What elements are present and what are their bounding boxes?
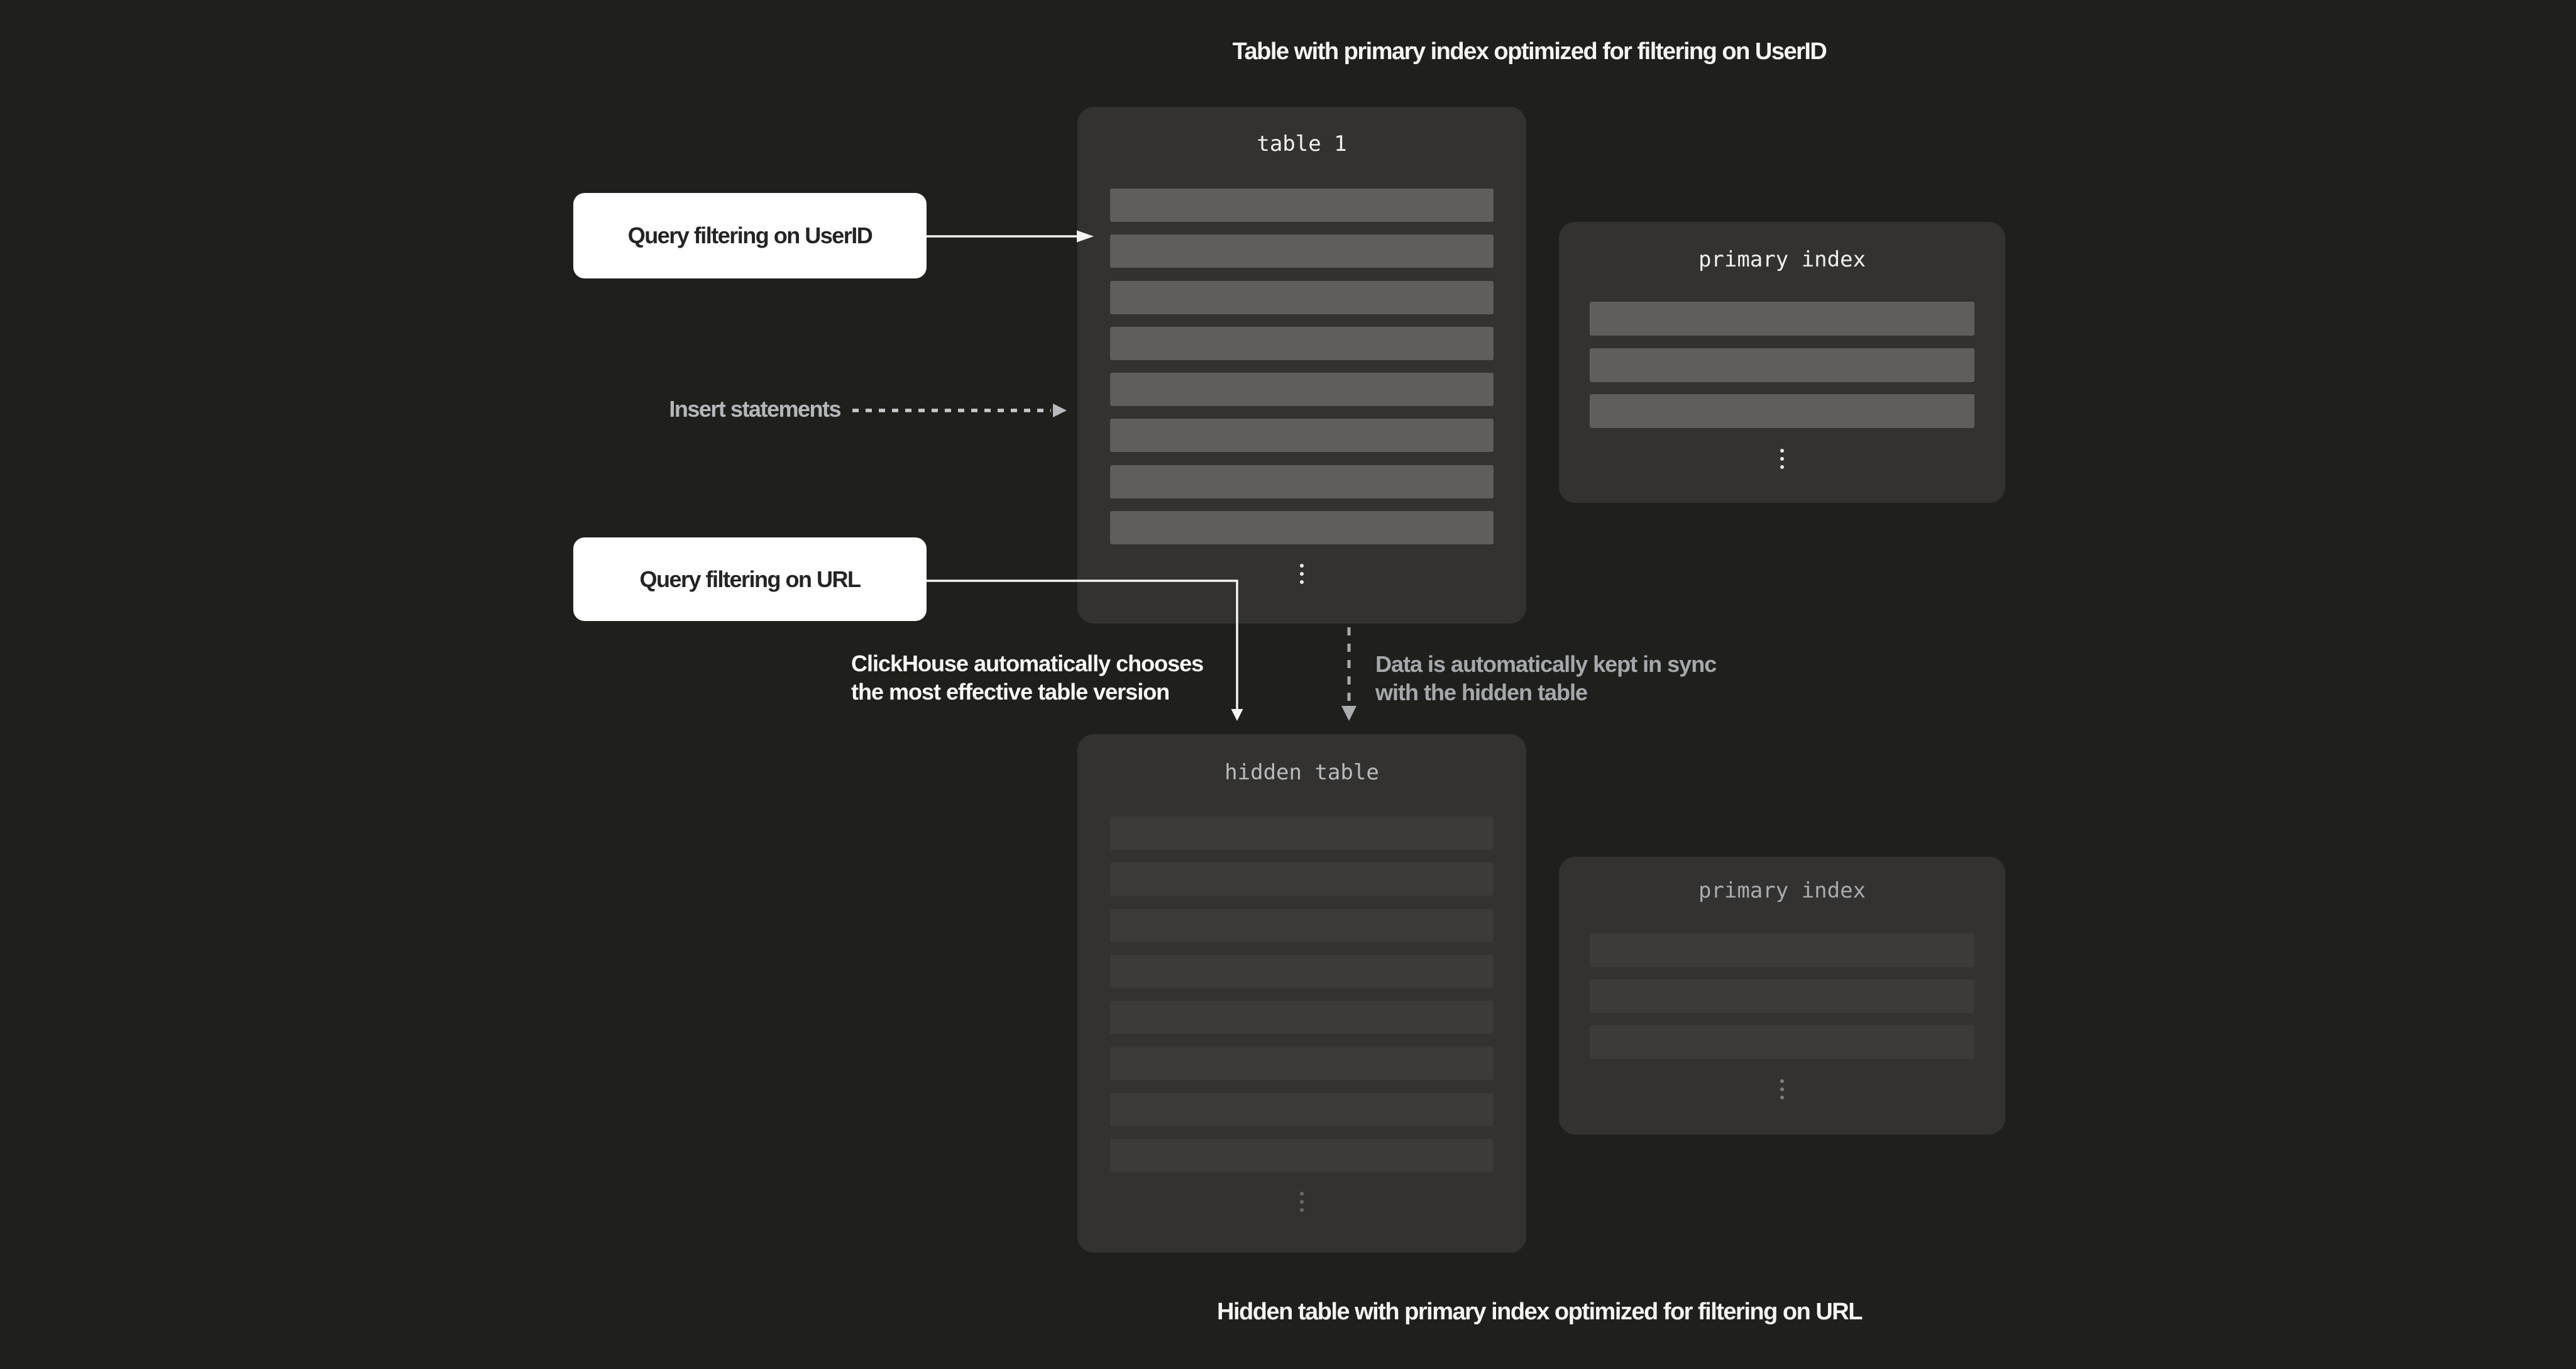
primary-index-bottom-title: primary index xyxy=(1698,878,1866,903)
table-row-placeholder xyxy=(1110,1001,1494,1035)
table-row-placeholder xyxy=(1110,954,1494,988)
panel-hidden-table: hidden table xyxy=(1077,734,1526,1253)
table-row-placeholder xyxy=(1110,511,1494,545)
table-row-placeholder xyxy=(1110,419,1494,453)
note-clickhouse-line2: the most effective table version xyxy=(851,679,1170,705)
note-clickhouse-line1: ClickHouse automatically chooses xyxy=(851,651,1204,676)
note-sync-line2: with the hidden table xyxy=(1375,679,1588,705)
panel-primary-index-top: primary index xyxy=(1559,222,2005,503)
note-data-sync: Data is automatically kept in sync with … xyxy=(1375,650,1717,706)
panel-table1-title: table 1 xyxy=(1257,131,1347,157)
primary-index-bottom-ellipsis-icon xyxy=(1780,1079,1784,1099)
table1-ellipsis-icon xyxy=(1300,564,1304,584)
arrow-query-userid xyxy=(927,230,1094,243)
primary-index-top-rows xyxy=(1590,302,1974,428)
caption-bottom: Hidden table with primary index optimize… xyxy=(1217,1299,1863,1325)
table-row-placeholder xyxy=(1590,302,1974,336)
note-clickhouse-chooses: ClickHouse automatically chooses the mos… xyxy=(851,649,1204,706)
table-row-placeholder xyxy=(1590,1025,1974,1059)
primary-index-top-ellipsis-icon xyxy=(1780,449,1784,469)
table-row-placeholder xyxy=(1110,1092,1494,1126)
table-row-placeholder xyxy=(1110,280,1494,314)
panel-table1: table 1 xyxy=(1077,107,1526,624)
panel-primary-index-bottom: primary index xyxy=(1559,857,2005,1135)
table-row-placeholder xyxy=(1110,373,1494,407)
arrow-data-sync xyxy=(1341,627,1357,721)
table-row-placeholder xyxy=(1110,326,1494,360)
card-query-userid: Query filtering on UserID xyxy=(573,193,927,278)
hidden-table-ellipsis-icon xyxy=(1300,1192,1304,1212)
table-row-placeholder xyxy=(1590,979,1974,1013)
primary-index-top-title: primary index xyxy=(1698,247,1866,272)
table-row-placeholder xyxy=(1110,234,1494,268)
table-row-placeholder xyxy=(1110,816,1494,850)
insert-statements-label: Insert statements xyxy=(669,396,841,422)
table-row-placeholder xyxy=(1110,862,1494,896)
caption-top: Table with primary index optimized for f… xyxy=(1232,38,1827,65)
hidden-table-title: hidden table xyxy=(1225,760,1379,785)
table-row-placeholder xyxy=(1110,1047,1494,1080)
table-row-placeholder xyxy=(1110,189,1494,222)
hidden-table-rows xyxy=(1110,816,1494,1173)
card-query-url: Query filtering on URL xyxy=(573,537,927,621)
note-sync-line1: Data is automatically kept in sync xyxy=(1375,651,1717,677)
table-row-placeholder xyxy=(1110,1139,1494,1173)
table-row-placeholder xyxy=(1110,465,1494,498)
primary-index-bottom-rows xyxy=(1590,933,1974,1059)
table-row-placeholder xyxy=(1590,348,1974,382)
arrow-insert-statements xyxy=(852,404,1067,417)
table1-rows xyxy=(1110,189,1494,545)
table-row-placeholder xyxy=(1590,933,1974,967)
table-row-placeholder xyxy=(1110,908,1494,942)
table-row-placeholder xyxy=(1590,394,1974,428)
